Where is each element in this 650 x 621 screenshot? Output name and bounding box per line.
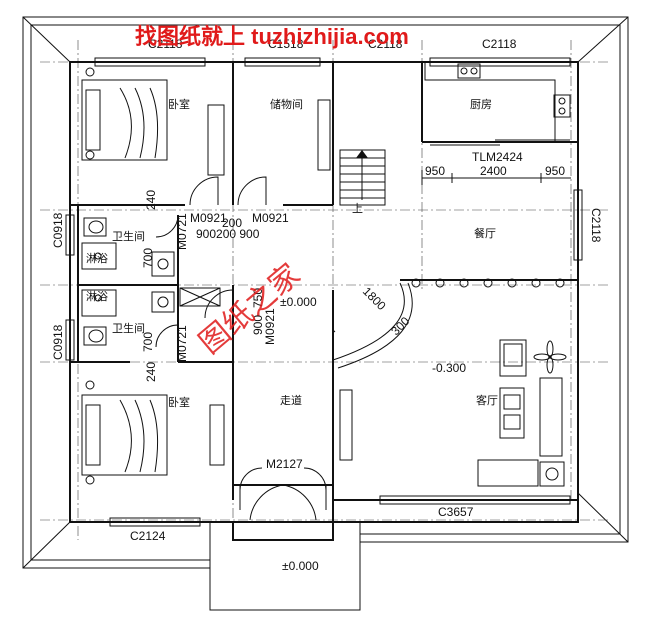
room-shower-bottom: 淋浴 xyxy=(86,290,108,303)
label-m0921-c: M0921 xyxy=(263,308,277,345)
label-c2118-b: C2118 xyxy=(368,37,403,51)
label-dim-900-200-900: 900200 900 xyxy=(196,227,260,241)
label-dim-240-top: 240 xyxy=(144,190,158,210)
label-dim-900: 900 xyxy=(251,315,265,335)
label-dim-1800: 1800 xyxy=(360,284,389,313)
label-c0918-top: C0918 xyxy=(51,212,65,248)
windows xyxy=(65,57,583,527)
watermark-stamp: 图纸之家 xyxy=(193,257,307,361)
label-dim-950-left: 950 xyxy=(425,164,445,178)
label-elev-neg: -0.300 xyxy=(432,361,466,375)
room-bedroom-bottom: 卧室 xyxy=(168,395,190,409)
label-m2127: M2127 xyxy=(266,457,303,471)
label-dim-750: 750 xyxy=(251,288,265,308)
wardrobe-bottom xyxy=(209,404,225,466)
room-corridor: 走道 xyxy=(280,393,302,407)
label-dim-2400: 2400 xyxy=(480,164,507,178)
label-m0921-b: M0921 xyxy=(252,211,289,225)
wardrobe-top xyxy=(207,104,225,176)
walls xyxy=(69,61,579,611)
corridor-cabinet xyxy=(339,389,353,461)
label-dim-200: 200 xyxy=(222,216,242,230)
room-storage: 储物间 xyxy=(270,97,303,111)
label-dim-950-right: 950 xyxy=(545,164,565,178)
room-kitchen: 厨房 xyxy=(470,98,492,111)
storage-shelf xyxy=(317,99,331,171)
room-bathroom-bottom: 卫生间 xyxy=(112,321,145,335)
label-stair-up: 上 xyxy=(352,202,363,215)
label-c1518: C1518 xyxy=(268,37,304,51)
label-dim-240-bottom: 240 xyxy=(144,362,158,382)
label-c3657: C3657 xyxy=(438,505,474,519)
label-m0921-a: M0921 xyxy=(190,211,227,225)
label-m0721-bottom: M0721 xyxy=(175,325,189,362)
label-c2118-side: C2118 xyxy=(589,208,603,243)
label-tlm2424: TLM2424 xyxy=(472,150,523,164)
label-c2118-c: C2118 xyxy=(482,37,517,51)
label-c0918-bottom: C0918 xyxy=(51,324,65,360)
grid-lines xyxy=(40,40,610,540)
living-furniture xyxy=(477,339,567,487)
kitchen-counter xyxy=(424,62,571,142)
roof-outline xyxy=(22,16,629,569)
room-bathroom-top: 卫生间 xyxy=(112,229,145,243)
room-living: 客厅 xyxy=(476,393,498,407)
label-dim-700-top: 700 xyxy=(141,248,155,268)
label-elev-entry: ±0.000 xyxy=(282,559,319,573)
label-c2124: C2124 xyxy=(130,529,166,543)
label-c2118-a: C2118 xyxy=(148,37,183,51)
bed-top xyxy=(81,67,168,161)
staircase xyxy=(339,149,386,206)
room-bedroom-top: 卧室 xyxy=(168,97,190,111)
label-dim-300: 300 xyxy=(388,314,412,338)
label-dim-700-bottom: 700 xyxy=(141,332,155,352)
watermark-site: 找图纸就上 tuzhizhijia.com xyxy=(135,24,409,49)
entry-door xyxy=(233,484,333,521)
label-elev-000: ±0.000 xyxy=(280,295,317,309)
room-dining: 餐厅 xyxy=(474,226,496,240)
sliding-door xyxy=(421,139,571,185)
bed-bottom xyxy=(81,380,168,485)
label-m0721-top: M0721 xyxy=(175,213,189,250)
bath-fixtures xyxy=(81,217,221,346)
curved-bay xyxy=(332,278,565,369)
room-shower-top: 淋浴 xyxy=(86,252,108,265)
